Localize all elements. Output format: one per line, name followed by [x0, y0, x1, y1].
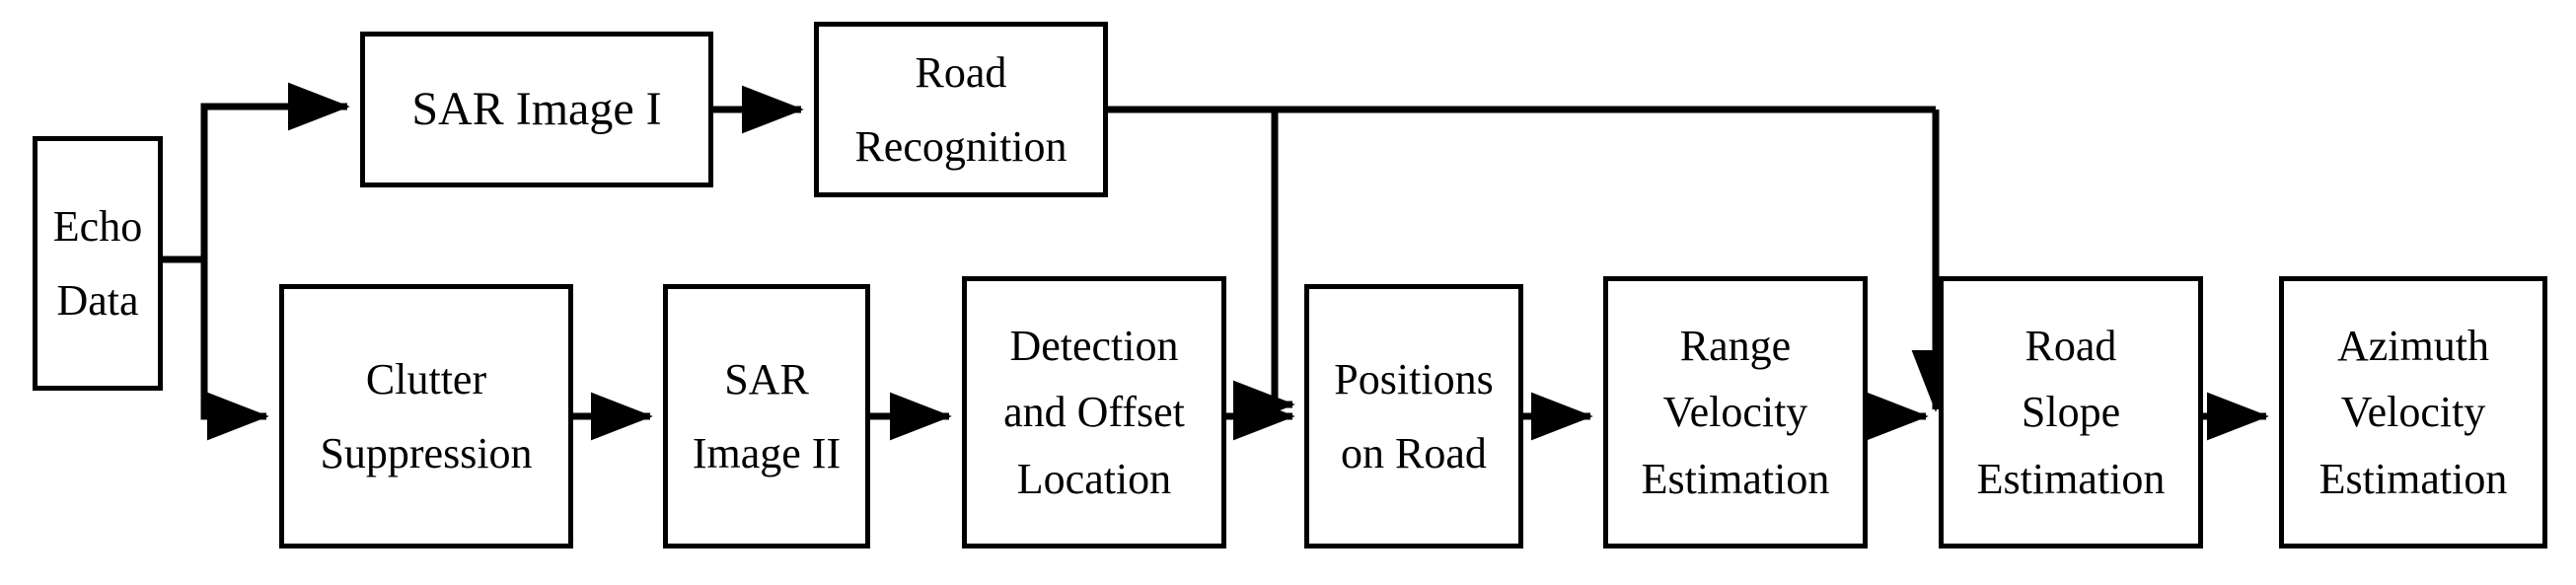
node-label-line: SAR: [724, 354, 809, 403]
node-label-line: Detection: [1009, 322, 1179, 371]
node-sar-image-2[interactable]: SAR Image II: [663, 284, 870, 548]
edge-split-to-sar-image-1: [200, 82, 350, 259]
node-label-line: Estimation: [1641, 454, 1830, 503]
node-label-line: Positions: [1334, 354, 1494, 403]
node-label-line: Range: [1679, 322, 1792, 371]
node-label-line: Clutter: [365, 354, 487, 403]
node-label-line: Image II: [692, 429, 842, 477]
edge-split-to-clutter: [200, 259, 269, 441]
node-label-line: SAR Image I: [411, 82, 662, 135]
node-label-line: Slope: [2021, 388, 2121, 437]
node-label-line: Data: [56, 276, 139, 325]
node-label-line: Estimation: [2318, 454, 2508, 503]
node-label-line: Road: [2024, 322, 2117, 371]
node-label-line: Recognition: [854, 122, 1067, 171]
node-label-line: Velocity: [2340, 388, 2486, 437]
node-label-line: Suppression: [320, 429, 533, 477]
edge-road-rec-to-positions: [1232, 110, 1295, 429]
node-label-line: Echo: [52, 201, 143, 251]
node-label-line: Road: [915, 47, 1007, 97]
node-label-line: Estimation: [1976, 454, 2166, 503]
node-label-line: Azimuth: [2337, 322, 2489, 371]
node-positions-on-road[interactable]: Positions on Road: [1304, 284, 1523, 548]
node-label-line: and Offset: [1003, 388, 1185, 437]
node-label-line: Velocity: [1662, 388, 1808, 437]
node-label-line: on Road: [1341, 429, 1487, 477]
node-sar-image-1[interactable]: SAR Image I: [360, 32, 713, 187]
node-label-line: Location: [1016, 454, 1172, 503]
